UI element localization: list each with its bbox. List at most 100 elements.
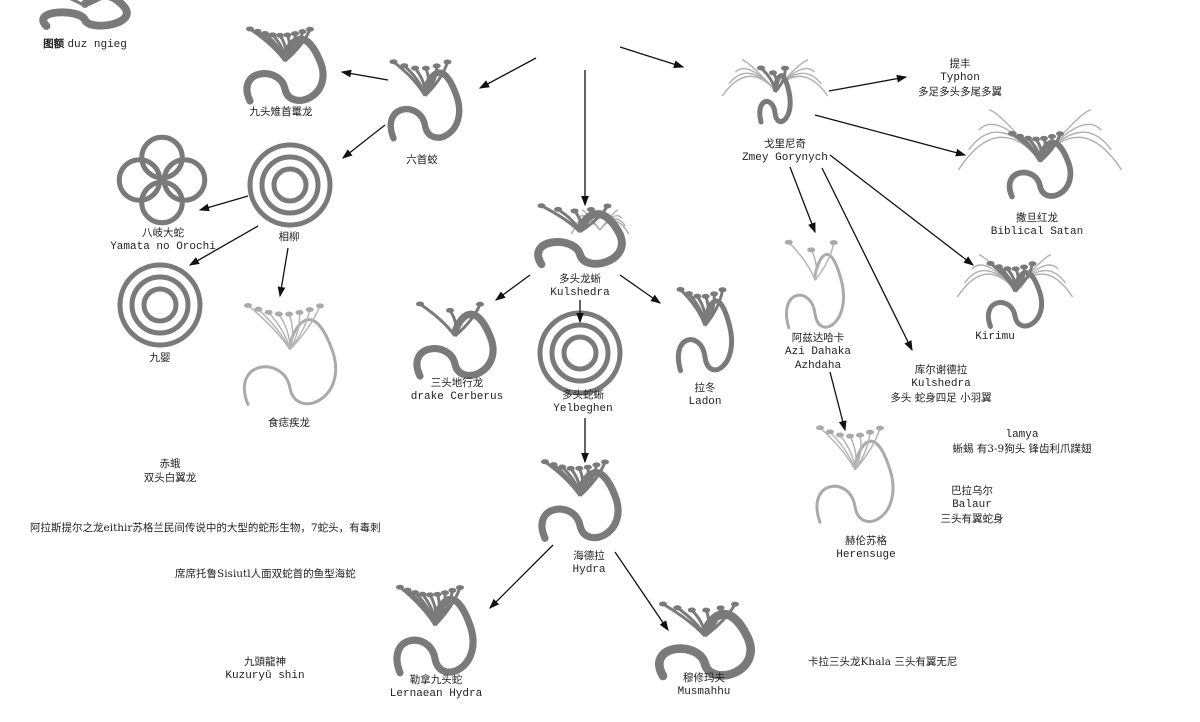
arrow (494, 274, 531, 301)
label-en: Musmahhu (677, 686, 731, 698)
satan-illustration (1006, 131, 1074, 200)
duz-ngieg-illustration (39, 0, 131, 30)
label-en: Kirimu (975, 331, 1015, 343)
kirimu-illustration (986, 261, 1044, 329)
label-en: Hydra (572, 564, 606, 576)
label-zh: 撒旦红龙 (1015, 212, 1058, 224)
arrow (828, 74, 908, 92)
label-zh: 八岐大蛇 (142, 227, 184, 239)
label-zh: 提丰 (949, 58, 971, 70)
arrow (340, 69, 389, 81)
arrow (619, 46, 685, 68)
node-duz-ngieg: 图额 duz ngieg (43, 37, 127, 52)
node-nine-head-dragon: 九头雉首鼍龙 (250, 105, 313, 119)
node-satan: 撒旦红龙 Biblical Satan (991, 211, 1083, 239)
jiuying-illustration (117, 262, 203, 348)
azi-dahaka-illustration (784, 239, 845, 330)
arrow (188, 225, 259, 266)
arrow (829, 154, 975, 266)
arrow (198, 195, 249, 212)
arrow (478, 57, 537, 89)
label-en: Zmey Gorynych (742, 152, 828, 164)
node-kulshedra-right: 库尔谢德拉 Kulshedra 多头 蛇身四足 小羽翼 (890, 363, 991, 405)
label-en: Typhon (940, 72, 980, 84)
cerberus-illustration (413, 301, 497, 380)
arrow (614, 551, 669, 632)
kulshedra-center-illustration (534, 203, 626, 269)
arrow (341, 124, 386, 159)
label-en: Yelbeghen (553, 403, 613, 415)
label-zh: 拉冬 (694, 382, 716, 394)
node-jiuying: 九婴 (150, 351, 171, 365)
lernaean-illustration (393, 584, 477, 677)
node-herensuge: 赫伦苏格 Herensuge (836, 534, 895, 562)
node-xiangliu: 相柳 (279, 230, 300, 244)
node-cerberus: 三头地行龙 drake Cerberus (411, 376, 503, 404)
node-yelbeghen: 多头蛇蜥 Yelbeghen (553, 388, 612, 416)
label-desc: 蜥蜴 有3-9狗头 锋齿利爪蹼翅 (952, 443, 1092, 455)
label-zh: 赤蛾 (159, 458, 181, 470)
label-zh: 库尔谢德拉 (914, 364, 968, 376)
node-hydra: 海德拉 Hydra (572, 549, 605, 577)
arrow (814, 114, 967, 157)
label-en: Azi Dahaka (784, 346, 852, 358)
node-typhon: 提丰 Typhon 多足多头多尾多翼 (918, 57, 1002, 99)
label-desc: 双头白翼龙 (143, 472, 197, 484)
hydra-illustration (538, 459, 622, 542)
arrow (489, 544, 554, 609)
label-zh: 穆修玛夫 (683, 672, 725, 684)
label-zh: 六首蛟 (406, 154, 438, 166)
herensuge-illustration (815, 425, 895, 524)
node-azi-dahaka: 阿兹达哈卡 Azi Dahaka Azhdaha (785, 331, 851, 373)
label-zh: 三头地行龙 (430, 377, 484, 389)
label-zh: 多头蛇蜥 (561, 389, 604, 401)
nine-head-dragon-illustration (243, 26, 327, 105)
label-zh: 赫伦苏格 (844, 535, 887, 547)
label-zh: 食痣疾龙 (268, 417, 310, 429)
label-en: Kulshedra (911, 378, 971, 390)
label-en: lamya (1005, 429, 1039, 441)
yamata-illustration (116, 134, 208, 226)
arrow (789, 166, 816, 234)
label-zh: 勒拿九头蛇 (409, 674, 463, 686)
arrow (619, 274, 662, 304)
node-lamya: lamya 蜥蜴 有3-9狗头 锋齿利爪蹼翅 (952, 428, 1091, 456)
label-en: Kulshedra (550, 287, 610, 299)
label-en: Lernaean Hydra (389, 688, 483, 700)
node-kirimu: Kirimu (975, 330, 1015, 344)
label-desc: 三头有翼蛇身 (940, 513, 1004, 525)
label-zh: 九頭龍神 (244, 656, 286, 668)
six-head-jiao-illustration (387, 59, 463, 142)
label-zh: 阿兹达哈卡 (791, 332, 845, 344)
arrow (821, 167, 913, 352)
label-en: Herensuge (836, 549, 896, 561)
xiangliu-illustration (247, 142, 333, 228)
yelbeghen-illustration (537, 310, 623, 396)
node-kulshedra-center: 多头龙蜥 Kulshedra (550, 272, 609, 300)
label-en: Kuzuryū shin (225, 670, 305, 682)
musmahhu-illustration (655, 601, 755, 681)
note-sisiutl: 席席托鲁Sisiutl人面双蛇首的鱼型海蛇 (175, 568, 356, 580)
node-balaur: 巴拉乌尔 Balaur 三头有翼蛇身 (941, 484, 1004, 526)
label-zh: 九头雉首鼍龙 (249, 106, 313, 118)
label-en: Yamata no Orochi (110, 241, 216, 253)
label-zh: 巴拉乌尔 (951, 485, 993, 497)
label-zh: 海德拉 (573, 550, 605, 562)
label-zh: 多头龙蜥 (558, 273, 601, 285)
label-en: Ladon (688, 396, 722, 408)
label-en-alt: Azhdaha (794, 360, 842, 372)
arrow (829, 371, 847, 432)
label-en: Biblical Satan (990, 226, 1084, 238)
note-khala: 卡拉三头龙Khala 三头有翼无尼 (808, 656, 958, 668)
node-kuzuryu: 九頭龍神 Kuzuryū shin (225, 655, 304, 683)
label-en: Balaur (952, 499, 992, 511)
label-zh: 戈里尼奇 (763, 138, 806, 150)
label-zh: 图额 duz ngieg (43, 38, 127, 51)
node-chie: 赤蛾 双头白翼龙 (144, 457, 197, 485)
label-zh: 相柳 (278, 231, 300, 243)
node-musmahhu: 穆修玛夫 Musmahhu (678, 671, 731, 699)
arrow (277, 247, 289, 298)
node-yamata: 八岐大蛇 Yamata no Orochi (110, 226, 216, 254)
